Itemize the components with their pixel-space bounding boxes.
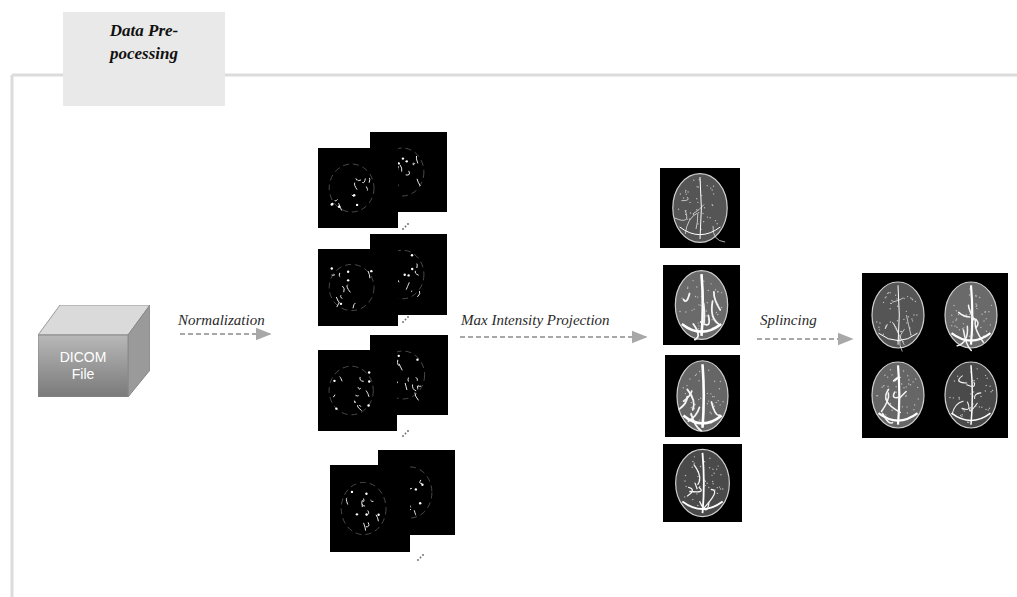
- brain-mip: [872, 282, 924, 351]
- section-tab: Data Pre-pocessing: [63, 12, 225, 106]
- flow-arrow: [180, 333, 270, 335]
- ct-slice: [318, 148, 398, 228]
- more-dots: [417, 554, 424, 561]
- mip-image: [660, 168, 740, 248]
- brain-mip: [676, 449, 730, 516]
- step-label: Max Intensity Projection: [461, 312, 610, 329]
- more-dots: [402, 223, 409, 230]
- slice-stack: [318, 335, 448, 437]
- flow-arrow: [757, 338, 852, 340]
- file-label: DICOM File: [38, 335, 128, 397]
- brain-mip: [673, 174, 727, 243]
- brain-mip: [872, 362, 924, 428]
- more-dots: [402, 316, 409, 323]
- brain-mip: [945, 362, 997, 428]
- slice-stack: [318, 234, 447, 326]
- spliced-image: [862, 273, 1008, 438]
- mip-image: [663, 444, 742, 522]
- mip-image: [663, 265, 740, 345]
- ct-slice: [318, 249, 398, 326]
- more-dots: [402, 430, 409, 437]
- ct-slice: [330, 465, 410, 552]
- file-cube: DICOM File: [38, 305, 150, 403]
- step-label: Normalization: [178, 312, 265, 329]
- slice-stack: [330, 450, 455, 561]
- flow-arrow: [460, 336, 646, 338]
- step-label: Splincing: [760, 312, 817, 329]
- slice-stack: [318, 132, 447, 230]
- brain-mip: [675, 271, 727, 340]
- mip-image: [665, 355, 740, 437]
- ct-slice: [318, 350, 397, 431]
- brain-mip: [677, 361, 728, 432]
- frame-line: [11, 75, 14, 597]
- brain-mip: [945, 282, 997, 350]
- section-title: Data Pre-pocessing: [63, 20, 225, 66]
